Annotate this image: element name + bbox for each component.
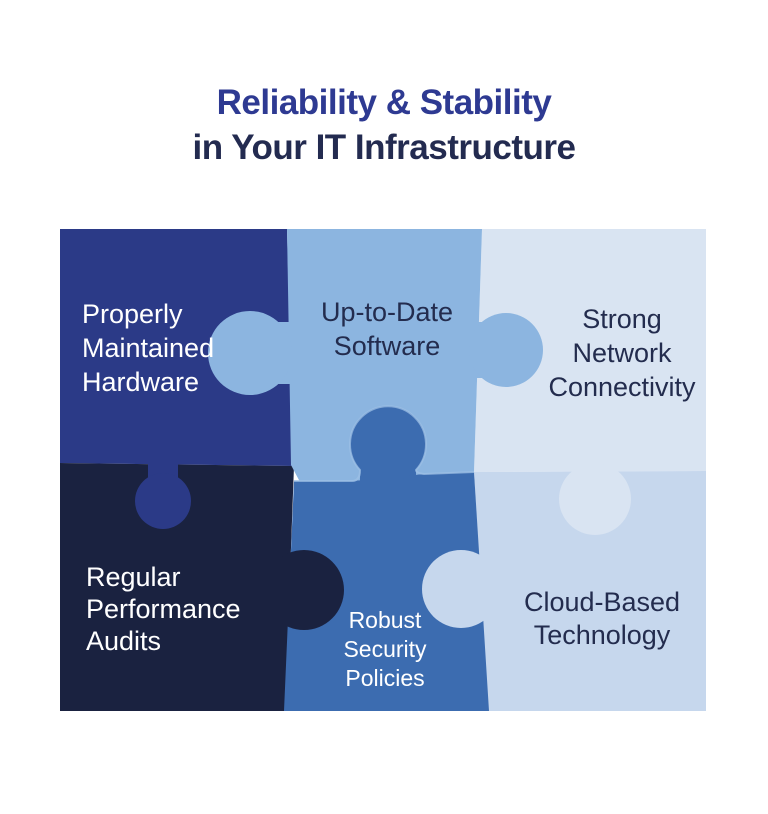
knob-up-to-date-right <box>466 313 543 387</box>
puzzle-piece-properly-maintained-hardware <box>60 229 293 466</box>
label-up-to-date-software: Up-to-Date Software <box>320 297 454 361</box>
puzzle-piece-regular-performance-audits <box>60 463 294 711</box>
puzzle-piece-up-to-date-software <box>287 229 482 482</box>
page-title: Reliability & Stability in Your IT Infra… <box>0 80 768 170</box>
knob-network-down <box>559 458 631 535</box>
knob-audits-right <box>264 550 344 630</box>
label-strong-network-connectivity: Strong Network Connectivity <box>548 304 696 402</box>
title-line-2: in Your IT Infrastructure <box>192 128 576 167</box>
knob-security-up <box>350 406 426 484</box>
title-line-1: Reliability & Stability <box>216 83 552 122</box>
puzzle-piece-robust-security-policies <box>284 472 489 711</box>
knob-hardware-down <box>135 452 191 529</box>
knob-up-to-date-left <box>208 311 294 395</box>
piece-highlight-stroke <box>294 405 475 482</box>
knob-cloud-left <box>422 550 500 628</box>
puzzle-piece-cloud-based-technology <box>474 471 706 711</box>
puzzle-piece-strong-network-connectivity <box>474 229 706 472</box>
label-properly-maintained-hardware: Properly Maintained Hardware <box>82 299 215 397</box>
label-cloud-based-technology: Cloud-Based Technology <box>523 587 681 650</box>
label-robust-security-policies: Robust Security Policies <box>343 607 427 691</box>
label-regular-performance-audits: Regular Performance Audits <box>86 562 241 656</box>
